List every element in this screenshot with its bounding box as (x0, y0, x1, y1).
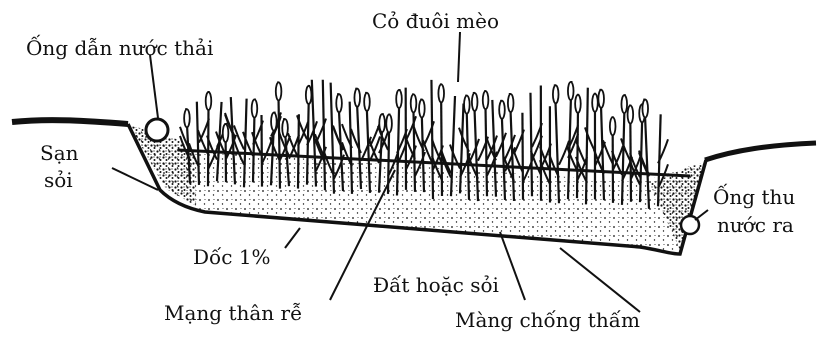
reed-leaf (505, 135, 515, 159)
cattail-head (419, 100, 425, 118)
label-rhizome: Mạng thân rễ (164, 301, 302, 325)
label-soil: Đất hoặc sỏi (373, 273, 499, 297)
cattail-head (598, 90, 604, 108)
cattail-head (553, 85, 559, 103)
cattail-head (499, 101, 505, 119)
label-inlet-pipe: Ống dẫn nước thải (26, 33, 213, 60)
reed-leaf (288, 133, 298, 157)
reed-stem (298, 114, 299, 188)
cattail-head (628, 106, 634, 124)
cattail-head (354, 89, 360, 107)
cattail-head (364, 93, 370, 111)
cattail-head (271, 113, 277, 131)
cattail-head (282, 119, 288, 137)
cattail-head (276, 82, 282, 100)
cattail-head (206, 92, 212, 110)
cattail-head (642, 100, 648, 118)
cattail-head (610, 117, 616, 135)
label-reed: Cỏ đuôi mèo (372, 9, 499, 33)
reed-leaf (333, 126, 343, 150)
label-gravel-line1: Sạn (40, 141, 79, 165)
label-liner: Màng chống thấm (455, 308, 640, 332)
cattail-head (483, 91, 489, 109)
cattail-head (621, 95, 627, 113)
cattail-head (592, 94, 598, 112)
label-slope: Dốc 1% (193, 245, 271, 269)
reed-leaf (513, 149, 523, 173)
reed-stem (530, 93, 532, 196)
inlet-pipe-circle (146, 119, 168, 141)
cattail-head (386, 115, 392, 133)
cattail-head (464, 96, 470, 114)
cattail-head (223, 124, 229, 142)
soil-fill (130, 126, 706, 252)
reed-leaf (559, 141, 569, 165)
cattail-head (184, 109, 190, 127)
cattail-head (438, 84, 444, 102)
cattail-head (568, 82, 574, 100)
cattail-head (306, 86, 312, 104)
cattail-head (252, 100, 258, 118)
cattail-head (508, 94, 514, 112)
cattail-head (336, 94, 342, 112)
cattail-head (411, 94, 417, 112)
label-gravel-line2: sỏi (44, 168, 73, 192)
reed-stem (522, 113, 523, 200)
label-outlet-line2: nước ra (717, 213, 794, 237)
label-outlet-line1: Ống thu (713, 182, 795, 209)
cattail-head (396, 90, 402, 108)
cattail-head (575, 95, 581, 113)
cattail-head (472, 93, 478, 111)
